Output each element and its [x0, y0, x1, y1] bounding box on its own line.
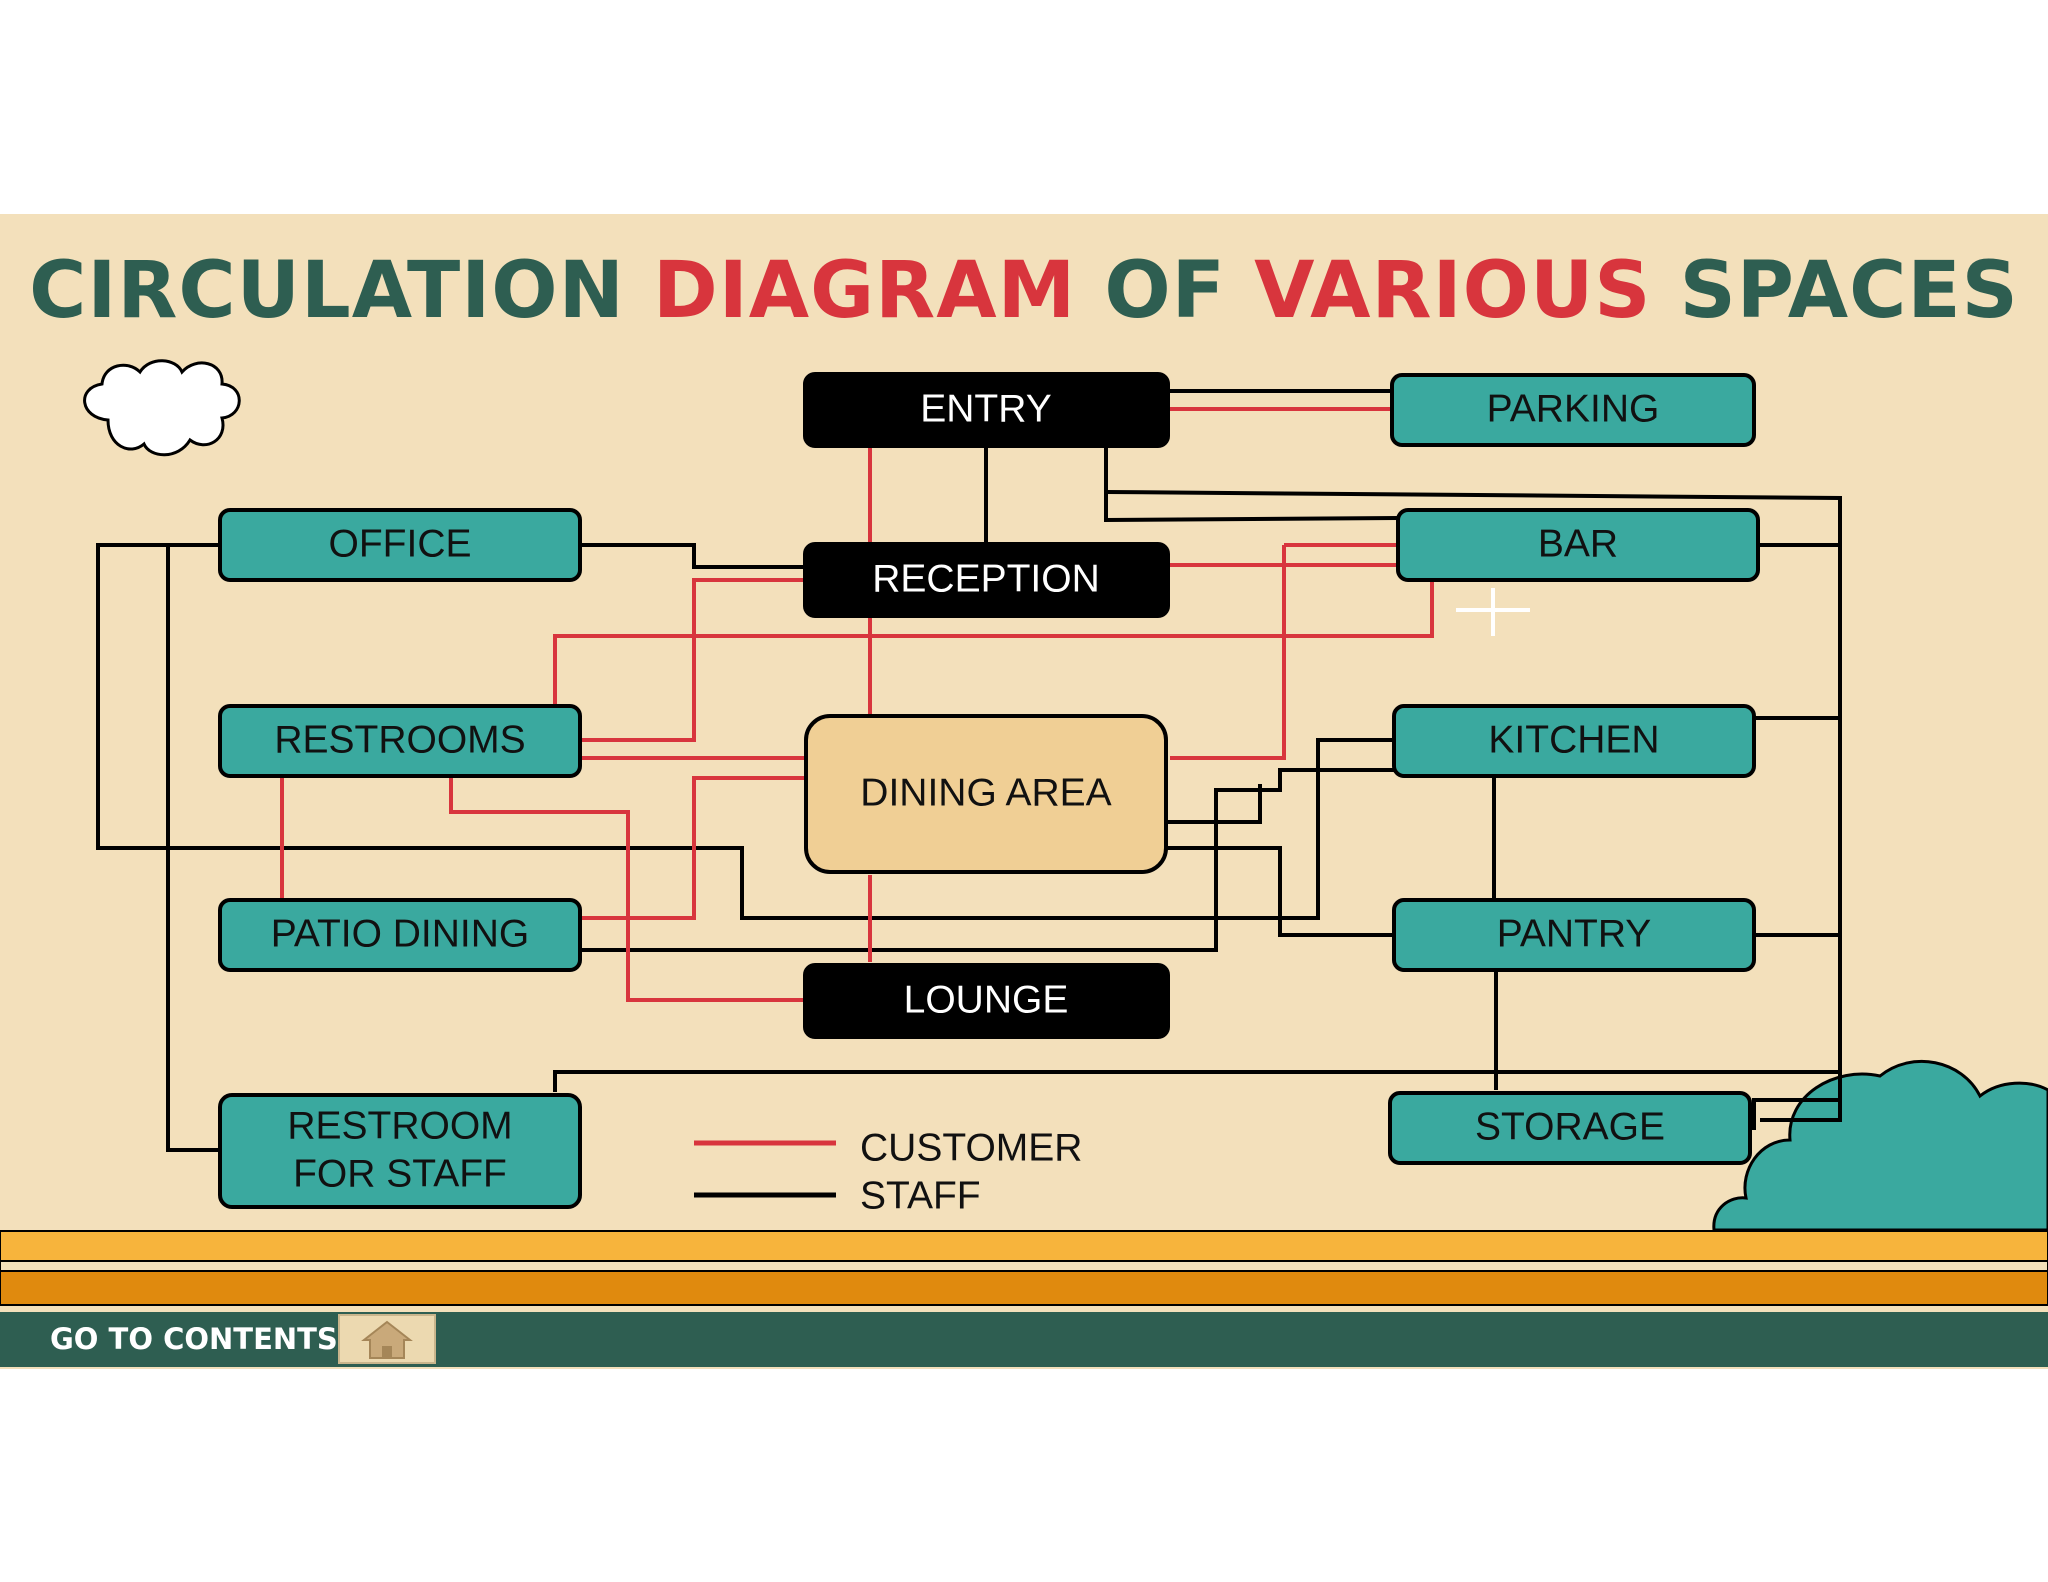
title-word-4: VARIOUS	[1254, 246, 1652, 336]
page-title: CIRCULATION DIAGRAM OF VARIOUS SPACES	[0, 246, 2048, 336]
node-label: PATIO DINING	[271, 912, 530, 955]
node-label: RESTROOMS	[274, 718, 525, 761]
title-word-2: DIAGRAM	[653, 246, 1077, 336]
stripe-thin	[0, 1260, 2048, 1272]
node-label: LOUNGE	[904, 978, 1069, 1021]
stripe-light	[0, 1230, 2048, 1262]
node-label: BAR	[1538, 522, 1618, 565]
home-icon	[361, 1320, 413, 1359]
node-label-line-2: FOR STAFF	[293, 1152, 507, 1195]
node-restroom-for-staff: RESTROOM FOR STAFF	[218, 1093, 582, 1209]
go-to-contents-link[interactable]: GO TO CONTENTS	[50, 1322, 338, 1356]
node-office: OFFICE	[218, 508, 582, 582]
node-label: OFFICE	[329, 522, 472, 565]
title-word-3: OF	[1104, 246, 1226, 336]
customer-connections	[280, 407, 1434, 1002]
node-lounge: LOUNGE	[803, 963, 1170, 1039]
title-word-1: CIRCULATION	[29, 246, 625, 336]
node-label: ENTRY	[920, 387, 1051, 430]
node-pantry: PANTRY	[1392, 898, 1756, 972]
cloud-icon	[83, 359, 241, 457]
stripe-dark	[0, 1270, 2048, 1306]
legend: CUSTOMER STAFF	[694, 1126, 1082, 1217]
home-button[interactable]	[338, 1314, 436, 1364]
title-word-5: SPACES	[1679, 246, 2019, 336]
node-storage: STORAGE	[1388, 1091, 1752, 1165]
node-label: STORAGE	[1475, 1105, 1665, 1148]
node-label: DINING AREA	[860, 771, 1111, 814]
legend-customer-label: CUSTOMER	[860, 1126, 1082, 1169]
node-entry: ENTRY	[803, 372, 1170, 448]
node-bar: BAR	[1396, 508, 1760, 582]
node-label-line-1: RESTROOM	[287, 1104, 512, 1147]
staff-connections	[96, 389, 1842, 1152]
node-restrooms: RESTROOMS	[218, 704, 582, 778]
node-label: PANTRY	[1497, 912, 1652, 955]
legend-staff-label: STAFF	[860, 1174, 981, 1217]
node-dining-area: DINING AREA	[804, 714, 1168, 874]
node-parking: PARKING	[1390, 373, 1756, 447]
node-patio-dining: PATIO DINING	[218, 898, 582, 972]
bush-icon	[1712, 1060, 2048, 1232]
node-label: PARKING	[1487, 387, 1660, 430]
node-label: KITCHEN	[1488, 718, 1659, 761]
node-kitchen: KITCHEN	[1392, 704, 1756, 778]
crosshair-icon	[1456, 588, 1530, 636]
node-reception: RECEPTION	[803, 542, 1170, 618]
node-label: RECEPTION	[872, 557, 1100, 600]
